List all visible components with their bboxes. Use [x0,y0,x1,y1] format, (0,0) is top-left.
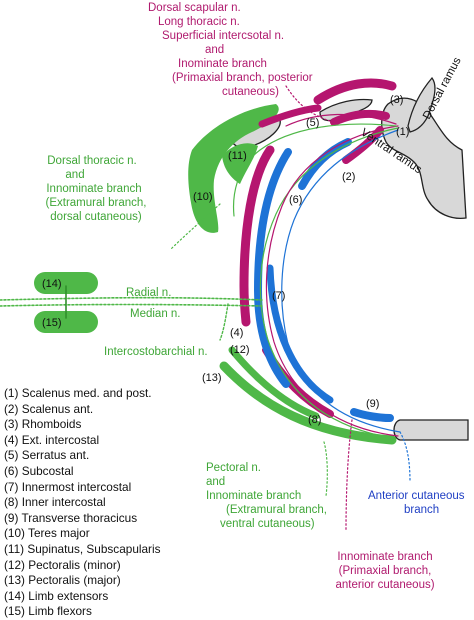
legend-item: (9) Transverse thoracicus [4,510,138,525]
svg-text:Dorsal thoracic n.: Dorsal thoracic n. [47,155,136,167]
legend-item: (4) Ext. intercostal [4,432,100,447]
svg-text:and: and [65,169,84,181]
dorsal-thoracic-dotted [169,203,221,251]
legend-item: (2) Scalenus ant. [4,401,94,416]
rhomboids-muscle [313,78,397,105]
legend-item: (11) Supinatus, Subscapularis [4,541,161,556]
legend-item: (10) Teres major [4,526,90,541]
radial-nerve-label: Radial n. [126,287,171,299]
anterior-cutaneous-dotted [399,431,411,483]
limb-flexors-muscle [34,311,98,333]
dorsal-thoracic-label: Dorsal thoracic n. and Innominate branch… [46,155,147,223]
marker-15: (15) [42,317,62,329]
dorsal-scapular-nerve [285,113,397,127]
svg-text:(Extramural branch,: (Extramural branch, [46,197,147,209]
marker-1: (3) [390,94,403,106]
median-nerve-label: Median n. [130,308,181,320]
marker-10: (12) [230,344,250,356]
teres-major-muscle [188,104,279,233]
muscle-number-markers: (3) (1) (2) (5) (6) (11) (10) (7) (4) (1… [42,94,409,426]
svg-text:ventral cutaneous): ventral cutaneous) [220,518,315,530]
dorsal-process-bone [407,76,436,133]
svg-text:Innominate branch: Innominate branch [46,183,141,195]
legend-item: (6) Subcostal [4,463,74,478]
svg-text:Long thoracic n.: Long thoracic n. [158,16,240,28]
innominate-ventral-label: Innominate branch (Primaxial branch, ant… [335,551,434,591]
vertebra-bone [381,97,467,220]
marker-4: (5) [306,117,319,129]
svg-text:cutaneous): cutaneous) [222,86,279,98]
ext-intercostal-muscle [239,145,275,327]
pectoralis-minor-muscle [228,346,320,420]
svg-text:Superficial intercsotal n.: Superficial intercsotal n. [162,30,284,42]
svg-text:branch: branch [404,504,439,516]
marker-14: (14) [42,278,62,290]
dorsal-thoracic-nerve [232,123,397,217]
svg-text:dorsal cutaneous): dorsal cutaneous) [50,211,142,223]
svg-text:(Extramural branch,: (Extramural branch, [226,504,327,516]
svg-text:Innominate branch: Innominate branch [337,551,432,563]
muscle-legend: (1) Scalenus med. and post. (2) Scalenus… [4,386,161,620]
legend-item: (5) Serratus ant. [4,448,90,463]
ventral-ramus-nerve-blue [281,129,401,433]
svg-text:Anterior cutaneous: Anterior cutaneous [368,490,465,502]
pectoral-nerve-dotted [323,441,328,497]
svg-text:Innominate branch: Innominate branch [206,490,301,502]
svg-text:(Primaxial branch, posterior: (Primaxial branch, posterior [172,72,313,84]
legend-item: (8) Inner intercostal [4,495,106,510]
pectoral-label: Pectoral n. and Innominate branch (Extra… [206,462,327,530]
marker-6: (11) [228,150,247,162]
marker-8: (7) [272,290,285,302]
intercostobrachial-label: Intercostobarchial n. [104,346,208,358]
dorsal-scapular-label: Dorsal scapular n. Long thoracic n. Supe… [148,2,313,98]
ventral-ramus-nerve-green [259,127,399,439]
marker-5: (6) [289,194,302,206]
legend-item: (14) Limb extensors [4,588,109,603]
transverse-thoracicus-muscle [350,408,394,422]
svg-text:Dorsal scapular n.: Dorsal scapular n. [148,2,241,14]
svg-text:Pectoral n.: Pectoral n. [206,462,261,474]
marker-3: (2) [342,171,355,183]
innermost-intercostal-muscle [253,148,292,388]
legend-item: (3) Rhomboids [4,417,82,432]
svg-text:Inominate branch: Inominate branch [178,58,267,70]
svg-text:and: and [206,476,225,488]
intercostobrachial-nerve [219,303,229,341]
marker-11: (13) [202,372,222,384]
legend-item: (7) Innermost intercostal [4,479,132,494]
limb-extensors-muscle [34,272,98,294]
serratus-ant-muscle [258,104,322,128]
median-nerve [0,303,263,307]
legend-item: (12) Pectoralis (minor) [4,557,121,572]
svg-text:anterior cutaneous): anterior cutaneous) [335,579,434,591]
ventral-ramus-nerve-magenta [265,125,399,437]
marker-7: (10) [193,191,213,203]
svg-text:and: and [205,44,224,56]
marker-12: (8) [308,414,321,426]
pectoralis-major-muscle [219,361,397,445]
anterior-cutaneous-label: Anterior cutaneous branch [368,490,465,516]
marker-9: (4) [230,327,243,339]
svg-text:(Primaxial branch,: (Primaxial branch, [339,565,432,577]
dorsal-scapular-dotted [285,85,341,125]
marker-13: (9) [366,398,379,410]
radial-nerve [0,296,263,301]
scalenus-med-post-muscle [330,110,390,126]
legend-item: (13) Pectoralis (major) [4,573,121,588]
supinatus-subscapularis-muscle [222,143,258,184]
legend-item: (1) Scalenus med. and post. [4,386,152,400]
marker-2: (1) [396,126,409,138]
legend-item: (15) Limb flexors [4,604,92,619]
innominate-ventral-dotted [345,419,353,531]
sternum-bone [393,419,469,441]
inner-intercostal-muscle [266,264,334,404]
